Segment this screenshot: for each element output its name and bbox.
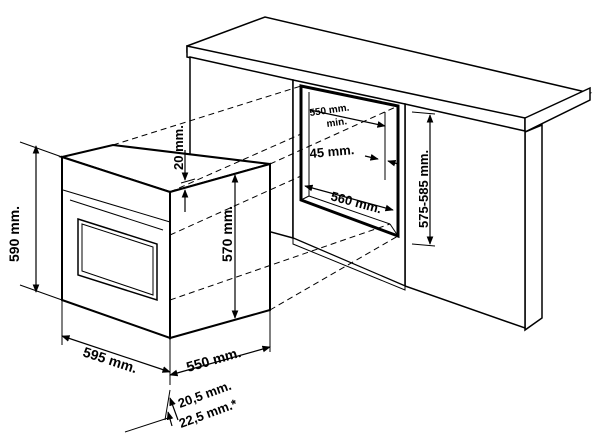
label-595: 595 mm.: [81, 344, 139, 377]
label-570: 570 mm.: [219, 206, 235, 262]
label-590: 590 mm.: [6, 206, 22, 262]
oven: [58, 143, 271, 340]
dimension-lines: [19, 109, 436, 433]
oven-door-window: [77, 217, 158, 302]
countertop-side-edge: [524, 86, 591, 134]
cabinet-side-panel: [524, 123, 543, 332]
oven-control-panel-line: [62, 189, 171, 223]
label-45: 45 mm.: [309, 142, 355, 161]
label-20: 20 mm.: [171, 125, 186, 170]
projection-lines: [112, 85, 399, 311]
label-550-min-2: min.: [326, 116, 348, 130]
label-550-depth: 550 mm.: [184, 344, 242, 375]
label-575-585: 575-585 mm.: [416, 150, 431, 228]
oven-door-handle: [69, 199, 164, 231]
